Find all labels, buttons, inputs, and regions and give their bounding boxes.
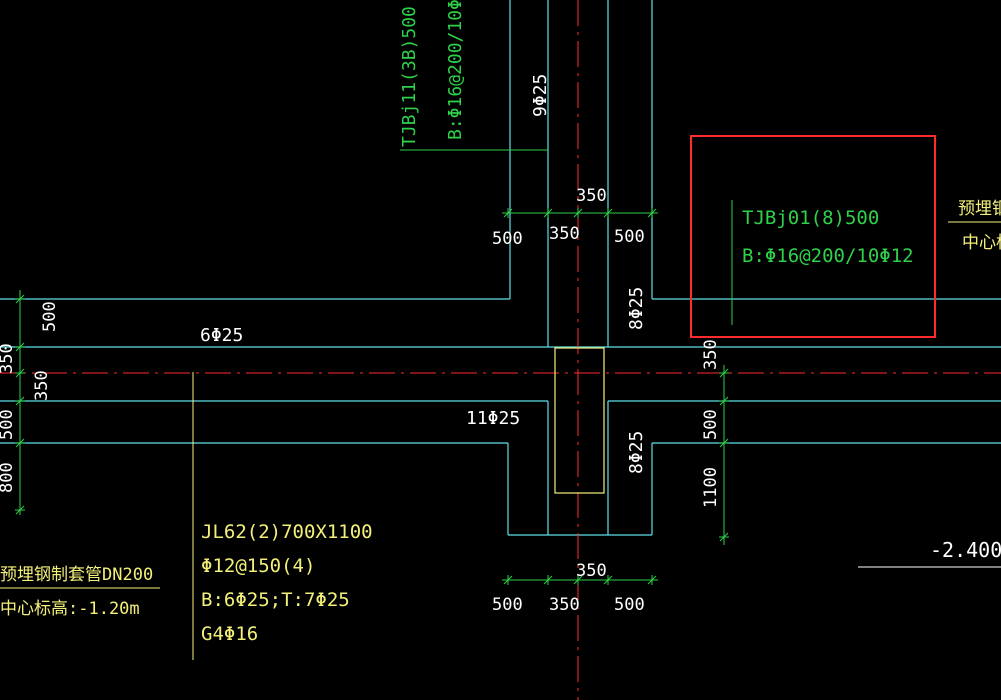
highlight-box[interactable] [690, 135, 936, 338]
dim-left-500-bot: 500 [0, 409, 17, 440]
dimension-lines [15, 208, 729, 585]
dim-left-800: 800 [0, 462, 17, 493]
dim-left-350-b: 350 [32, 370, 52, 401]
jl62-label-line3[interactable]: B:6Φ25;T:7Φ25 [201, 589, 350, 611]
rebar-9-25-label: 9Φ25 [530, 74, 551, 117]
dim-left-500-top: 500 [40, 301, 60, 332]
column-outline [554, 347, 605, 494]
rebar-11-25-label: 11Φ25 [466, 408, 520, 429]
dim-top-350-mid: 350 [549, 224, 580, 244]
pipe-right-label-line2[interactable]: 中心标高 [962, 233, 1001, 253]
dim-bot-350-mid: 350 [549, 595, 580, 615]
leader-lines [0, 149, 1001, 660]
jl62-label-line1[interactable]: JL62(2)700X1100 [201, 521, 373, 543]
dim-top-350: 350 [576, 186, 607, 206]
tjbj11-label-line2[interactable]: B:Φ16@200/10Φ [445, 0, 466, 140]
jl62-label-line4[interactable]: G4Φ16 [201, 623, 258, 645]
tjbj11-label-line1[interactable]: TJBj11(3B)500 [399, 6, 420, 147]
pipe-left-label-line2[interactable]: 中心标高:-1.20m [0, 599, 140, 619]
dim-top-500-left: 500 [492, 229, 523, 249]
dimension-texts: 350 500 350 500 350 500 350 500 500 350 … [0, 186, 721, 615]
jl62-label-line2[interactable]: Φ12@150(4) [201, 555, 315, 577]
pipe-right-label-line1[interactable]: 预埋钢制 [958, 199, 1001, 219]
dim-bot-350: 350 [576, 561, 607, 581]
tjbj01-label-line1[interactable]: TJBj01(8)500 [742, 207, 879, 229]
pipe-left-label-line1[interactable]: 预埋钢制套管DN200 [0, 565, 153, 585]
beam-outlines [0, 0, 1001, 536]
dim-right-1100: 1100 [701, 467, 721, 508]
dim-right-350: 350 [701, 339, 721, 370]
rebar-6-25-label: 6Φ25 [200, 325, 243, 346]
dim-left-350-a: 350 [0, 343, 17, 374]
dim-right-500: 500 [701, 409, 721, 440]
dim-bot-500-right: 500 [614, 595, 645, 615]
tjbj01-label-line2[interactable]: B:Φ16@200/10Φ12 [742, 245, 914, 267]
rebar-8-25-lower-label: 8Φ25 [626, 431, 647, 474]
elevation-label: -2.400( [930, 538, 1001, 562]
dim-bot-500-left: 500 [492, 595, 523, 615]
dim-top-500-right: 500 [614, 227, 645, 247]
rebar-8-25-upper-label: 8Φ25 [626, 287, 647, 330]
